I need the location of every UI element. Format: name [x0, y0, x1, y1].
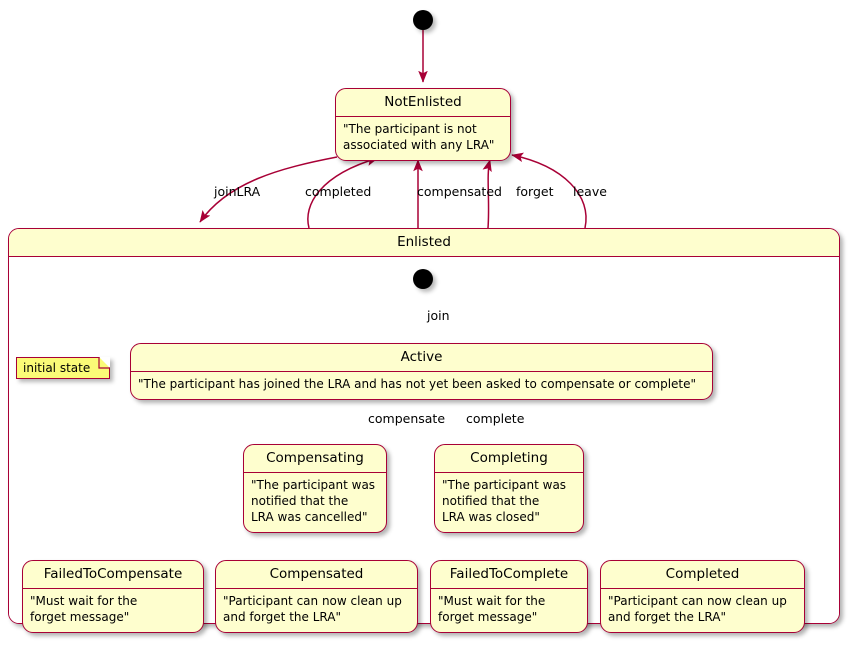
- initial-pseudostate-enlisted: [413, 269, 433, 289]
- state-notenlisted-title: NotEnlisted: [384, 94, 462, 110]
- state-failedtocomplete-divider: [431, 587, 587, 590]
- edge-label-joinlra: joinLRA: [214, 184, 261, 199]
- note-fold-corner: [99, 357, 110, 368]
- state-active-description: "The participant has joined the LRA and …: [138, 377, 697, 392]
- state-completed-title: Completed: [665, 566, 740, 582]
- state-failedtocompensate-divider: [23, 587, 203, 590]
- state-compensating-description: "The participant was notified that the L…: [251, 478, 376, 525]
- edge-label-complete: complete: [466, 411, 525, 426]
- state-compensating-divider: [244, 471, 386, 474]
- state-completed[interactable]: Completed "Participant can now clean up …: [600, 560, 805, 634]
- state-completing-title: Completing: [470, 450, 548, 466]
- state-active-title: Active: [400, 349, 443, 365]
- edge-label-forget: forget: [516, 184, 554, 199]
- initial-pseudostate-top: [413, 10, 433, 30]
- state-failedtocomplete[interactable]: FailedToComplete "Must wait for the forg…: [430, 560, 588, 634]
- state-active-divider: [131, 370, 712, 373]
- state-failedtocompensate-description: "Must wait for the forget message": [30, 594, 138, 625]
- state-completing-divider: [435, 471, 583, 474]
- note-initial-state: initial state: [16, 357, 110, 379]
- state-compensating-title: Compensating: [266, 450, 364, 466]
- state-completing-description: "The participant was notified that the L…: [442, 478, 567, 525]
- state-failedtocomplete-description: "Must wait for the forget message": [438, 594, 546, 625]
- edge-label-compensate: compensate: [368, 411, 446, 426]
- edge-label-completed: completed: [305, 184, 372, 199]
- state-compensated-description: "Participant can now clean up and forget…: [223, 594, 402, 625]
- state-notenlisted-divider: [336, 115, 510, 118]
- state-compensating[interactable]: Compensating "The participant was notifi…: [243, 444, 387, 533]
- state-completed-description: "Participant can now clean up and forget…: [608, 594, 787, 625]
- state-notenlisted[interactable]: NotEnlisted "The participant is not asso…: [335, 88, 511, 162]
- state-failedtocompensate[interactable]: FailedToCompensate "Must wait for the fo…: [22, 560, 204, 634]
- state-compensated[interactable]: Compensated "Participant can now clean u…: [215, 560, 418, 634]
- state-enlisted-title: Enlisted: [9, 229, 839, 257]
- state-notenlisted-description: "The participant is not associated with …: [343, 122, 495, 153]
- state-failedtocomplete-title: FailedToComplete: [449, 566, 569, 582]
- edge-label-compensated: compensated: [417, 184, 502, 199]
- note-initial-state-text: initial state: [23, 361, 91, 375]
- state-completed-divider: [601, 587, 804, 590]
- edge-label-leave: leave: [573, 184, 607, 199]
- edge-label-join: join: [427, 308, 450, 323]
- state-compensated-divider: [216, 587, 417, 590]
- state-failedtocompensate-title: FailedToCompensate: [43, 566, 183, 582]
- state-completing[interactable]: Completing "The participant was notified…: [434, 444, 584, 533]
- state-compensated-title: Compensated: [269, 566, 364, 582]
- state-active[interactable]: Active "The participant has joined the L…: [130, 343, 713, 401]
